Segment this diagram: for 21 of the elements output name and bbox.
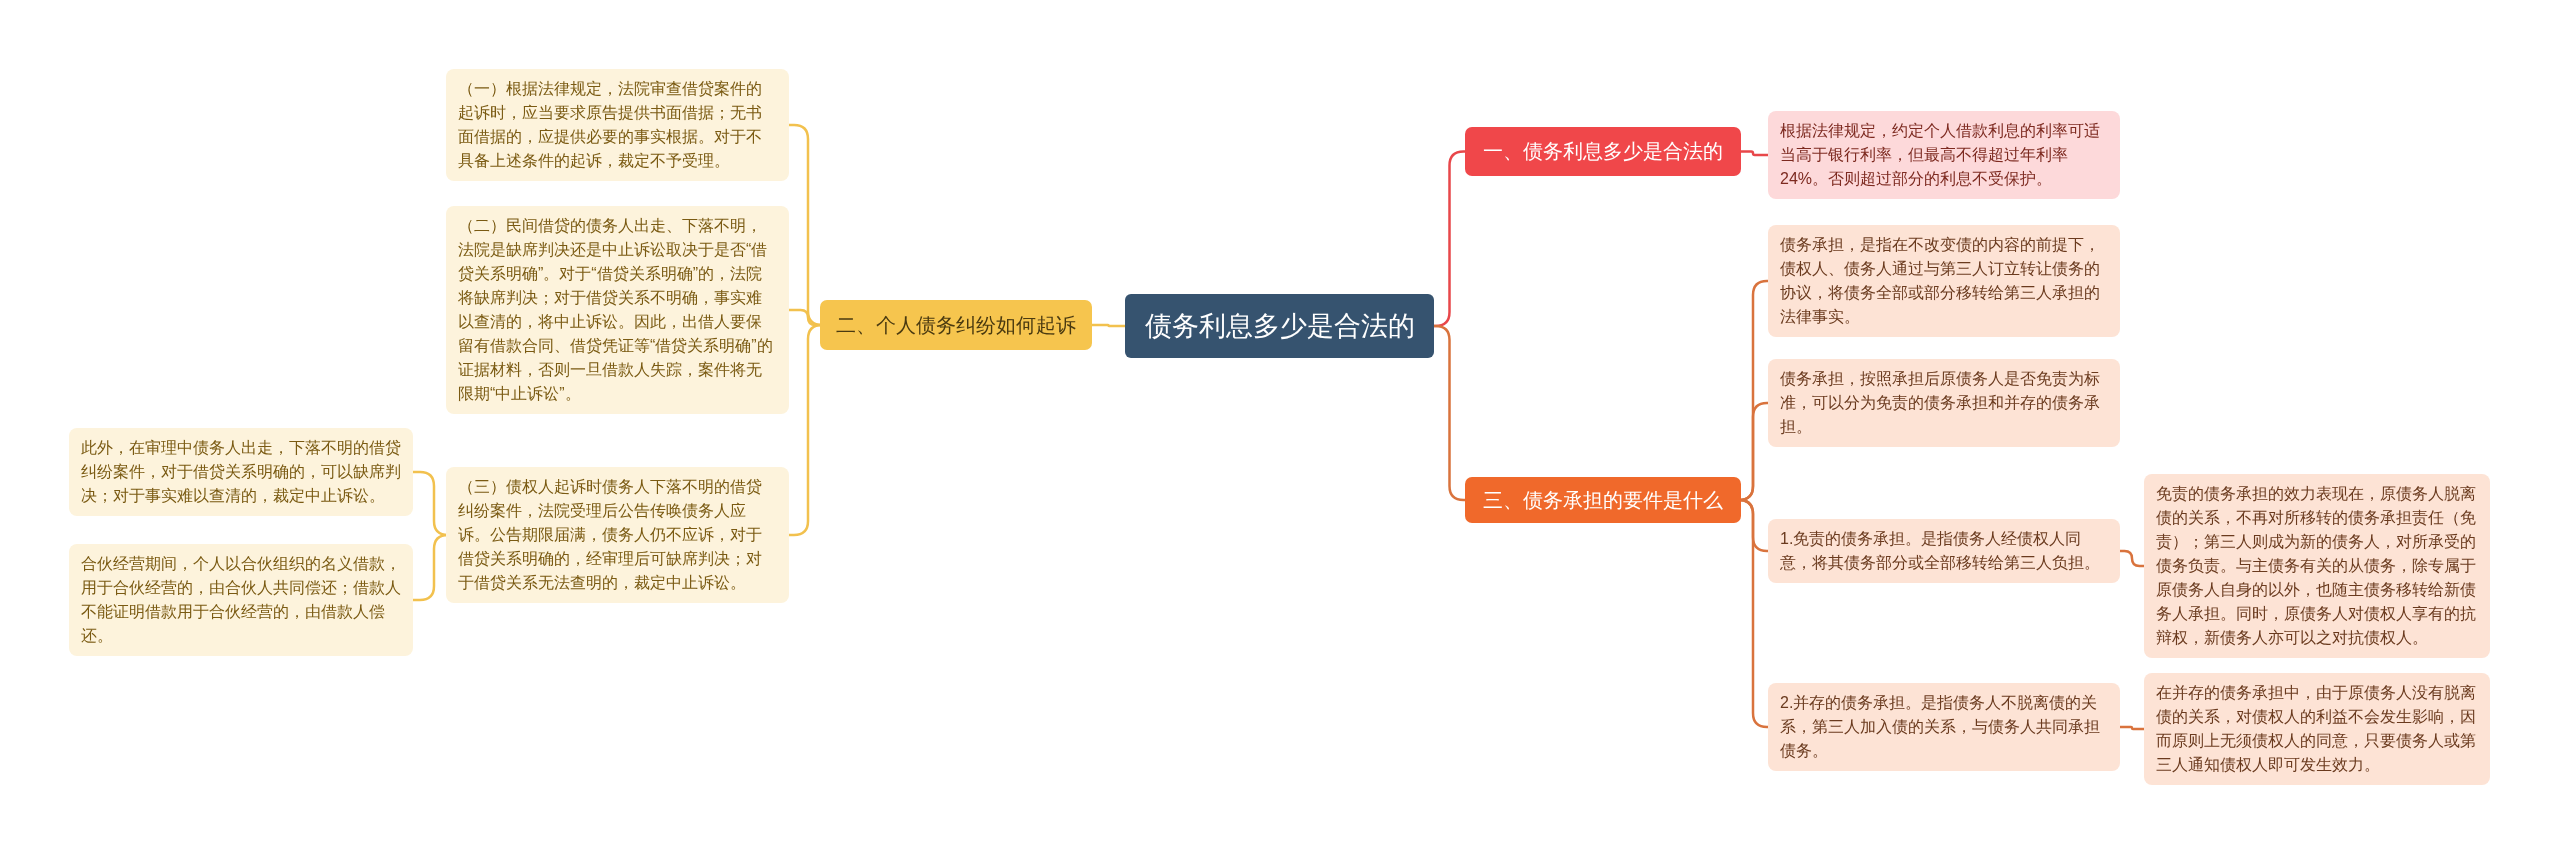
branch-topic-box: 二、个人债务纠纷如何起诉 — [820, 300, 1092, 350]
note-box: 2.并存的债务承担。是指债务人不脱离债的关系，第三人加入债的关系，与债务人共同承担债务。 — [1768, 683, 2120, 771]
note-box: 合伙经营期间，个人以合伙组织的名义借款，用于合伙经营的，由合伙人共同偿还；借款人不能证明借款用于合伙经营的，由借款人偿还。 — [69, 544, 413, 656]
central-topic-box: 债务利息多少是合法的 — [1125, 294, 1434, 358]
connector-line — [1741, 150, 1768, 157]
connector-line — [1092, 323, 1125, 328]
note-box: （二）民间借贷的债务人出走、下落不明，法院是缺席判决还是中止诉讼取决于是否“借贷关系明确”。对于“借贷关系明确”的，法院将缺席判决；对于借贷关系不明确，事实难以查清的，将中止诉讼。因此，出借人要保留有借款合同、借贷凭证等“借贷关系明确”的证据材料，否则一旦借款人失踪，案件将无限期“中止诉讼”。 — [446, 206, 789, 414]
note-box: 1.免责的债务承担。是指债务人经债权人同意，将其债务部分或全部移转给第三人负担。 — [1768, 519, 2120, 583]
branch-topic-box: 一、债务利息多少是合法的 — [1465, 127, 1741, 176]
note-box: 在并存的债务承担中，由于原债务人没有脱离债的关系，对债权人的利益不会发生影响，因而原则上无须债权人的同意，只要债务人或第三人通知债权人即可发生效力。 — [2144, 673, 2490, 785]
branch-topic-box: 三、债务承担的要件是什么 — [1465, 477, 1741, 523]
note-box: 根据法律规定，约定个人借款利息的利率可适当高于银行利率，但最高不得超过年利率24%。否则超过部分的利息不受保护。 — [1768, 111, 2120, 199]
connector-line — [1433, 324, 1466, 502]
note-box: 债务承担，是指在不改变债的内容的前提下，债权人、债务人通过与第三人订立转让债务的协议，将债务全部或部分移转给第三人承担的法律事实。 — [1768, 225, 2120, 337]
connector-line — [2120, 725, 2144, 731]
note-box: 此外，在审理中债务人出走，下落不明的借贷纠纷案件，对于借贷关系明确的，可以缺席判决；对于事实难以查清的，裁定中止诉讼。 — [69, 428, 413, 516]
connector-line — [2120, 549, 2144, 568]
note-box: （三）债权人起诉时债务人下落不明的借贷纠纷案件，法院受理后公告传唤债务人应诉。公告期限届满，债务人仍不应诉，对于借贷关系明确的，经审理后可缺席判决；对于借贷关系无法查明的，裁定中止诉讼。 — [446, 467, 789, 603]
note-box: 免责的债务承担的效力表现在，原债务人脱离债的关系，不再对所移转的债务承担责任（免责）；第三人则成为新的债务人，对所承受的债务负责。与主债务有关的从债务，除专属于原债务人自身的以外，也随主债务移转给新债务人承担。同时，原债务人对债权人享有的抗辩权，新债务人亦可以之对抗债权人。 — [2144, 474, 2490, 658]
note-box: 债务承担，按照承担后原债务人是否免责为标准，可以分为免责的债务承担和并存的债务承担。 — [1768, 359, 2120, 447]
note-box: （一）根据法律规定，法院审查借贷案件的起诉时，应当要求原告提供书面借据；无书面借据的，应提供必要的事实根据。对于不具备上述条件的起诉，裁定不予受理。 — [446, 69, 789, 181]
